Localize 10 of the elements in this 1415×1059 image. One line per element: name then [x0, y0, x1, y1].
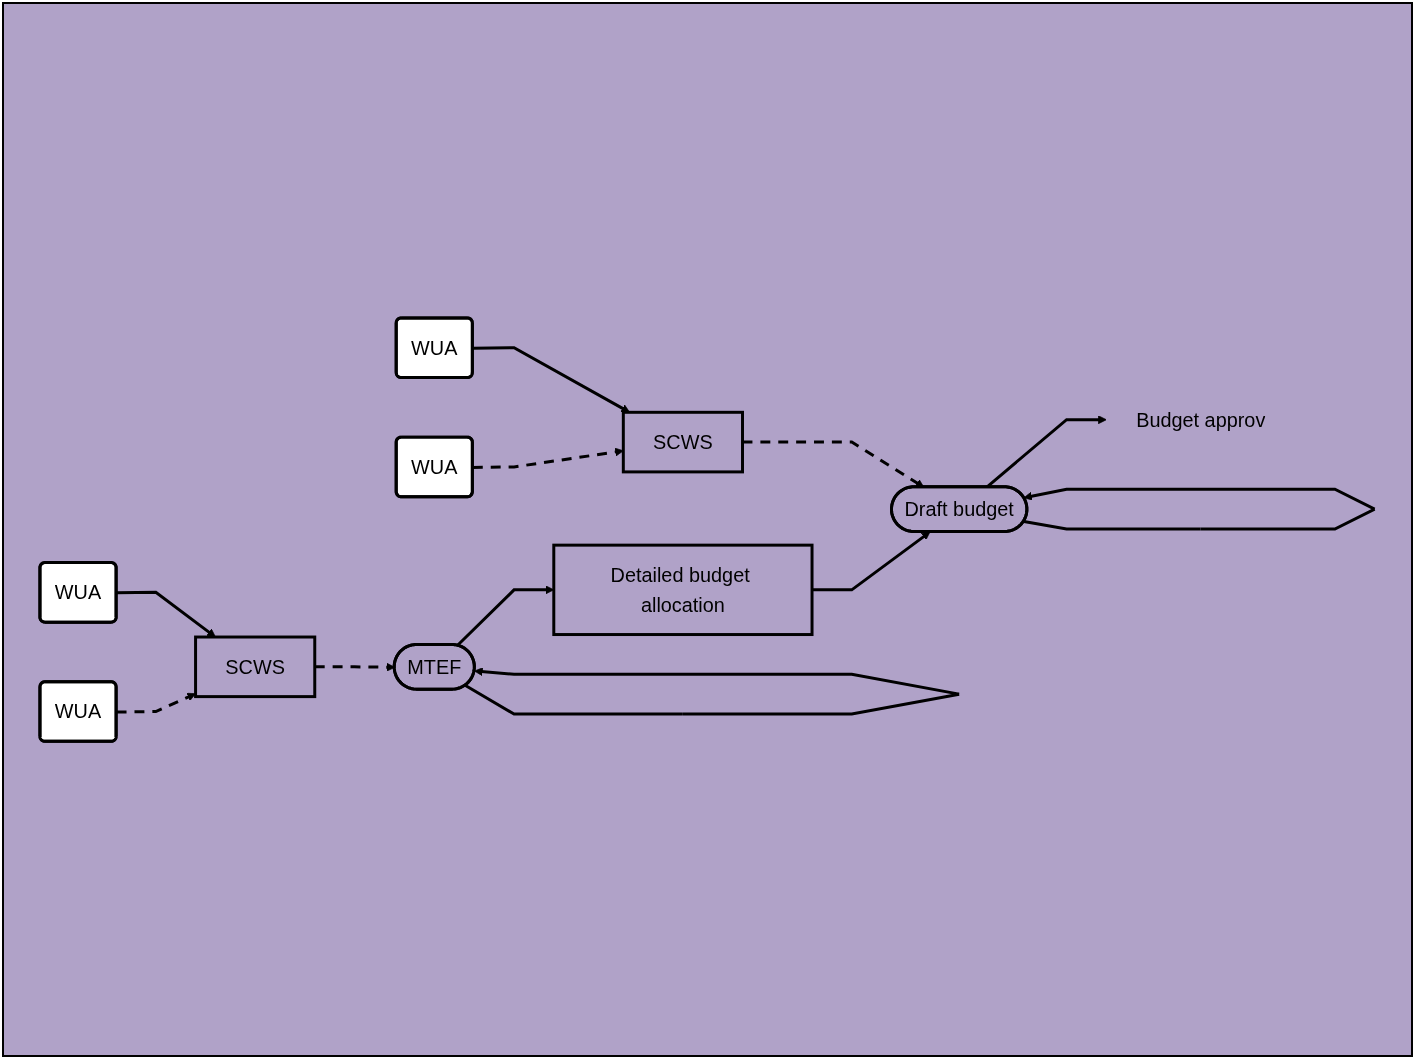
arrow — [1023, 487, 1376, 531]
arrow — [472, 346, 631, 413]
node-box: SCWS — [621, 410, 745, 474]
node-box: Detailed budget allocation — [552, 543, 814, 636]
arrow — [812, 531, 931, 592]
arrow — [464, 667, 960, 716]
arrow — [472, 447, 624, 469]
node-text: Budget approv — [1136, 408, 1266, 431]
arrow — [116, 692, 197, 714]
node-box: SCWS — [194, 635, 317, 698]
